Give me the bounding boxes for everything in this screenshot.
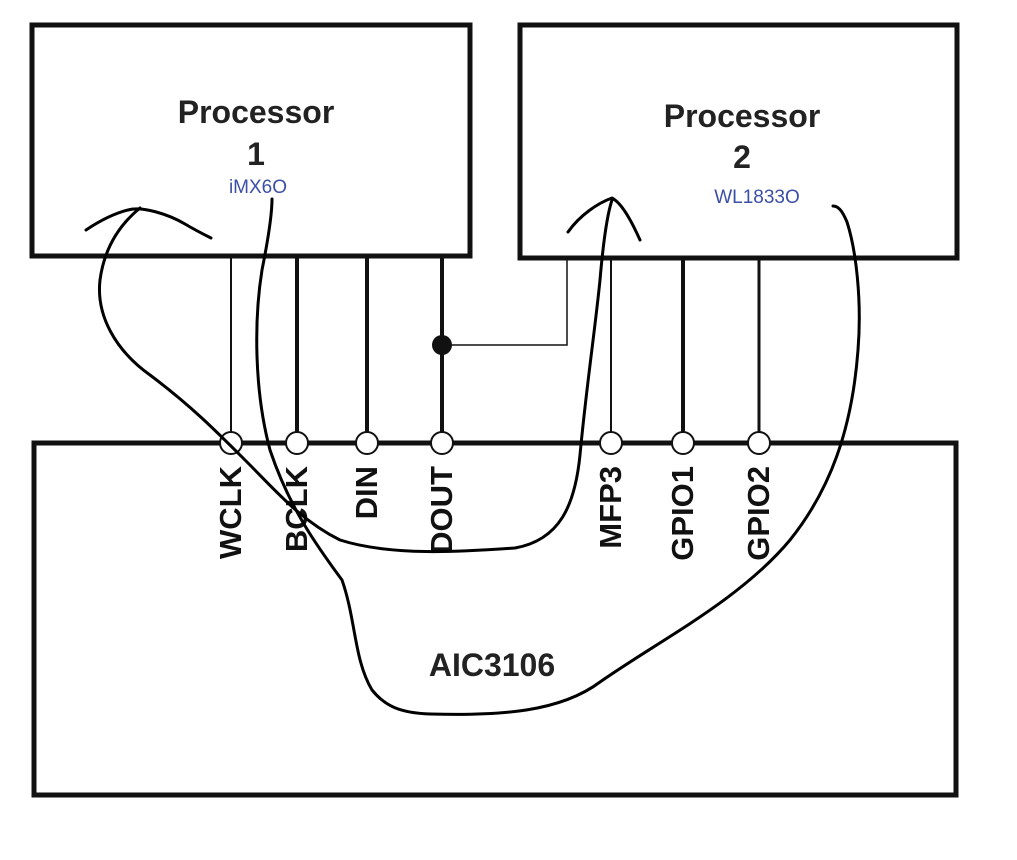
pin-labels: WCLK BCLK DIN DOUT MFP3 GPIO1 GPIO2 [213,465,776,560]
wire-dout-to-processor-2 [442,258,568,346]
processor-1-number: 1 [247,136,265,172]
pin-gpio2 [747,431,771,455]
pin-dout [430,431,454,455]
pin-label-wclk: WCLK [213,465,248,559]
codec-pins [219,431,771,455]
pin-label-gpio2: GPIO2 [741,466,776,561]
junction-dot [432,335,452,355]
processor-1-title: Processor [178,94,335,130]
pin-mfp3 [599,431,623,455]
processor-2-subtitle: WL1833O [714,187,800,208]
pin-label-gpio1: GPIO1 [665,466,700,561]
pin-label-dout: DOUT [424,466,459,554]
codec-name: AIC3106 [429,647,555,683]
pin-gpio1 [671,431,695,455]
scribble-loop-processor-1-to-processor-2 [84,196,642,554]
processor-2-box [517,22,960,261]
processor-2-block: Processor 2 WL1833O [517,22,960,261]
pin-label-din: DIN [349,466,384,519]
pin-din [355,431,379,455]
pin-label-mfp3: MFP3 [593,466,628,549]
processor-2-number: 2 [733,139,751,175]
codec-block: AIC3106 [31,440,959,798]
processor-2-title: Processor [664,98,821,134]
codec-box [31,440,959,798]
hand-drawn-connections [84,196,861,716]
pin-bclk [285,431,309,455]
pin-wclk [219,431,243,455]
scribble-loop-imx6o-to-wl1833o [255,197,861,716]
processor-1-subtitle: iMX6O [229,177,287,198]
printed-wires [230,256,761,443]
